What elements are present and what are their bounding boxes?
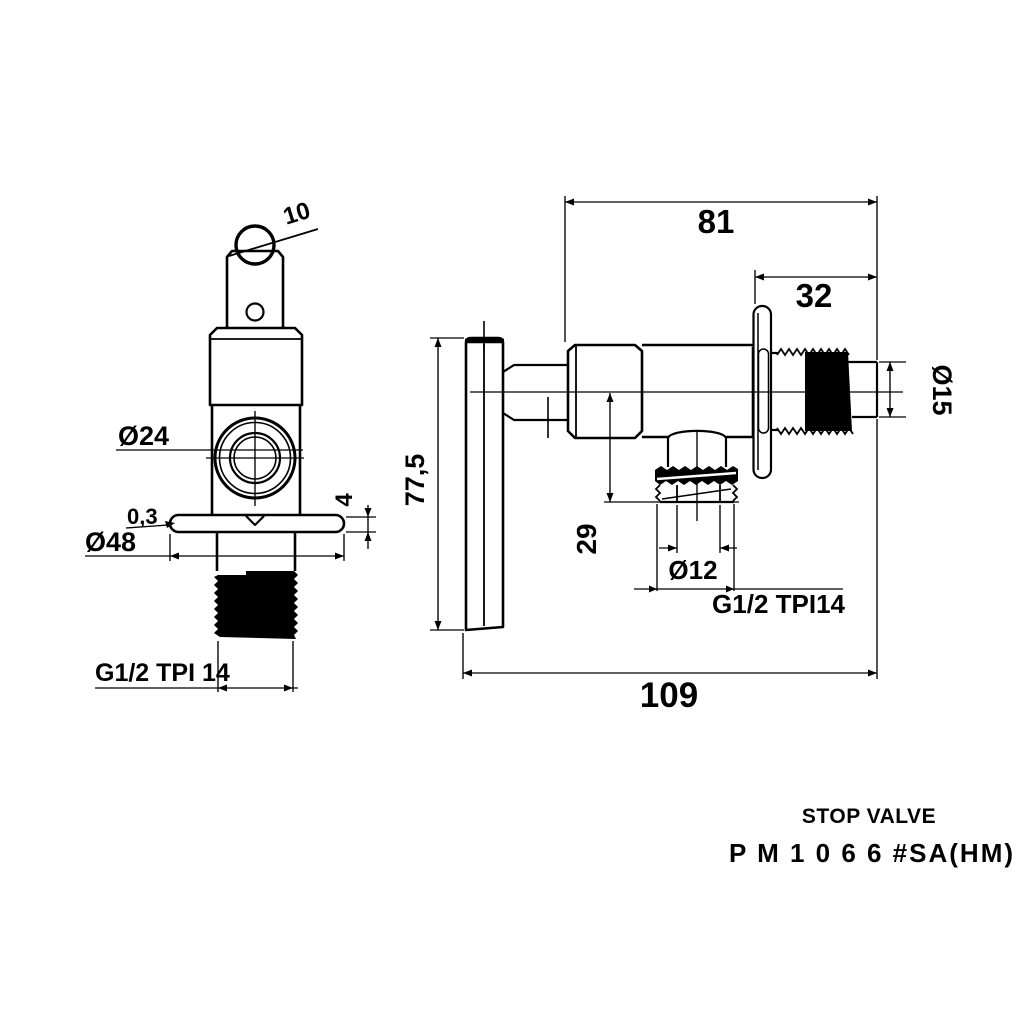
wall-flange-side — [752, 304, 773, 480]
dim-body-length-label: 81 — [698, 203, 735, 240]
side-view: 81 32 77,5 29 Ø12 G1/2 TPI14 Ø15 109 — [400, 196, 957, 715]
inlet-thread-front — [214, 571, 298, 639]
dim-flange-lip-label: 0,3 — [127, 504, 158, 529]
flange-notch — [245, 515, 265, 527]
outlet-thread-right-edge — [731, 484, 739, 502]
wall-flange-front — [168, 513, 346, 534]
pipe-thread-shaded — [805, 352, 852, 431]
valve-bonnet-front — [208, 326, 304, 407]
handle-pin-circle — [234, 224, 276, 266]
handle-stem-hole — [245, 302, 265, 322]
title-block: STOP VALVE P M 1 0 6 6 #SA(HM) — [729, 805, 1015, 868]
outlet-boss-outer-circle — [213, 416, 297, 500]
model-code: P M 1 0 6 6 #SA(HM) — [729, 838, 1015, 868]
dim-body-diameter-label: Ø24 — [118, 421, 169, 451]
front-view-geometry — [168, 224, 346, 639]
dim-outlet-drop-label: 29 — [571, 523, 602, 554]
dim-outlet-length-label: 32 — [796, 277, 833, 314]
dim-outlet-thread-label: G1/2 TPI14 — [712, 589, 845, 619]
dim-handle-height-label: 77,5 — [400, 454, 430, 507]
handle-stem — [225, 249, 285, 328]
front-view-dimension-lines — [85, 228, 376, 692]
product-name: STOP VALVE — [802, 805, 936, 828]
valve-bonnet-side — [566, 343, 644, 440]
dim-outlet-diameter-label: Ø12 — [668, 555, 717, 585]
dim-overall-length-label: 109 — [640, 676, 698, 715]
outlet-bore-circle — [228, 431, 282, 485]
side-view-geometry — [464, 304, 879, 632]
front-view: 10 Ø24 0,3 Ø48 4 G1/2 TPI 14 — [85, 197, 376, 692]
dim-handle-pin-label: 10 — [280, 197, 313, 231]
dim-flange-height-label: 4 — [331, 493, 358, 507]
pipe-thread-crest-top — [776, 347, 850, 357]
wall-flange-hub — [757, 348, 770, 434]
dim-flange-diameter-label: Ø48 — [85, 527, 136, 557]
outlet-thread-left-edge — [654, 484, 662, 502]
dim-inlet-thread-label: G1/2 TPI 14 — [95, 659, 230, 687]
dim-pipe-end-diameter-label: Ø15 — [927, 364, 957, 415]
outlet-dome — [666, 429, 728, 439]
valve-spindle — [502, 363, 568, 422]
